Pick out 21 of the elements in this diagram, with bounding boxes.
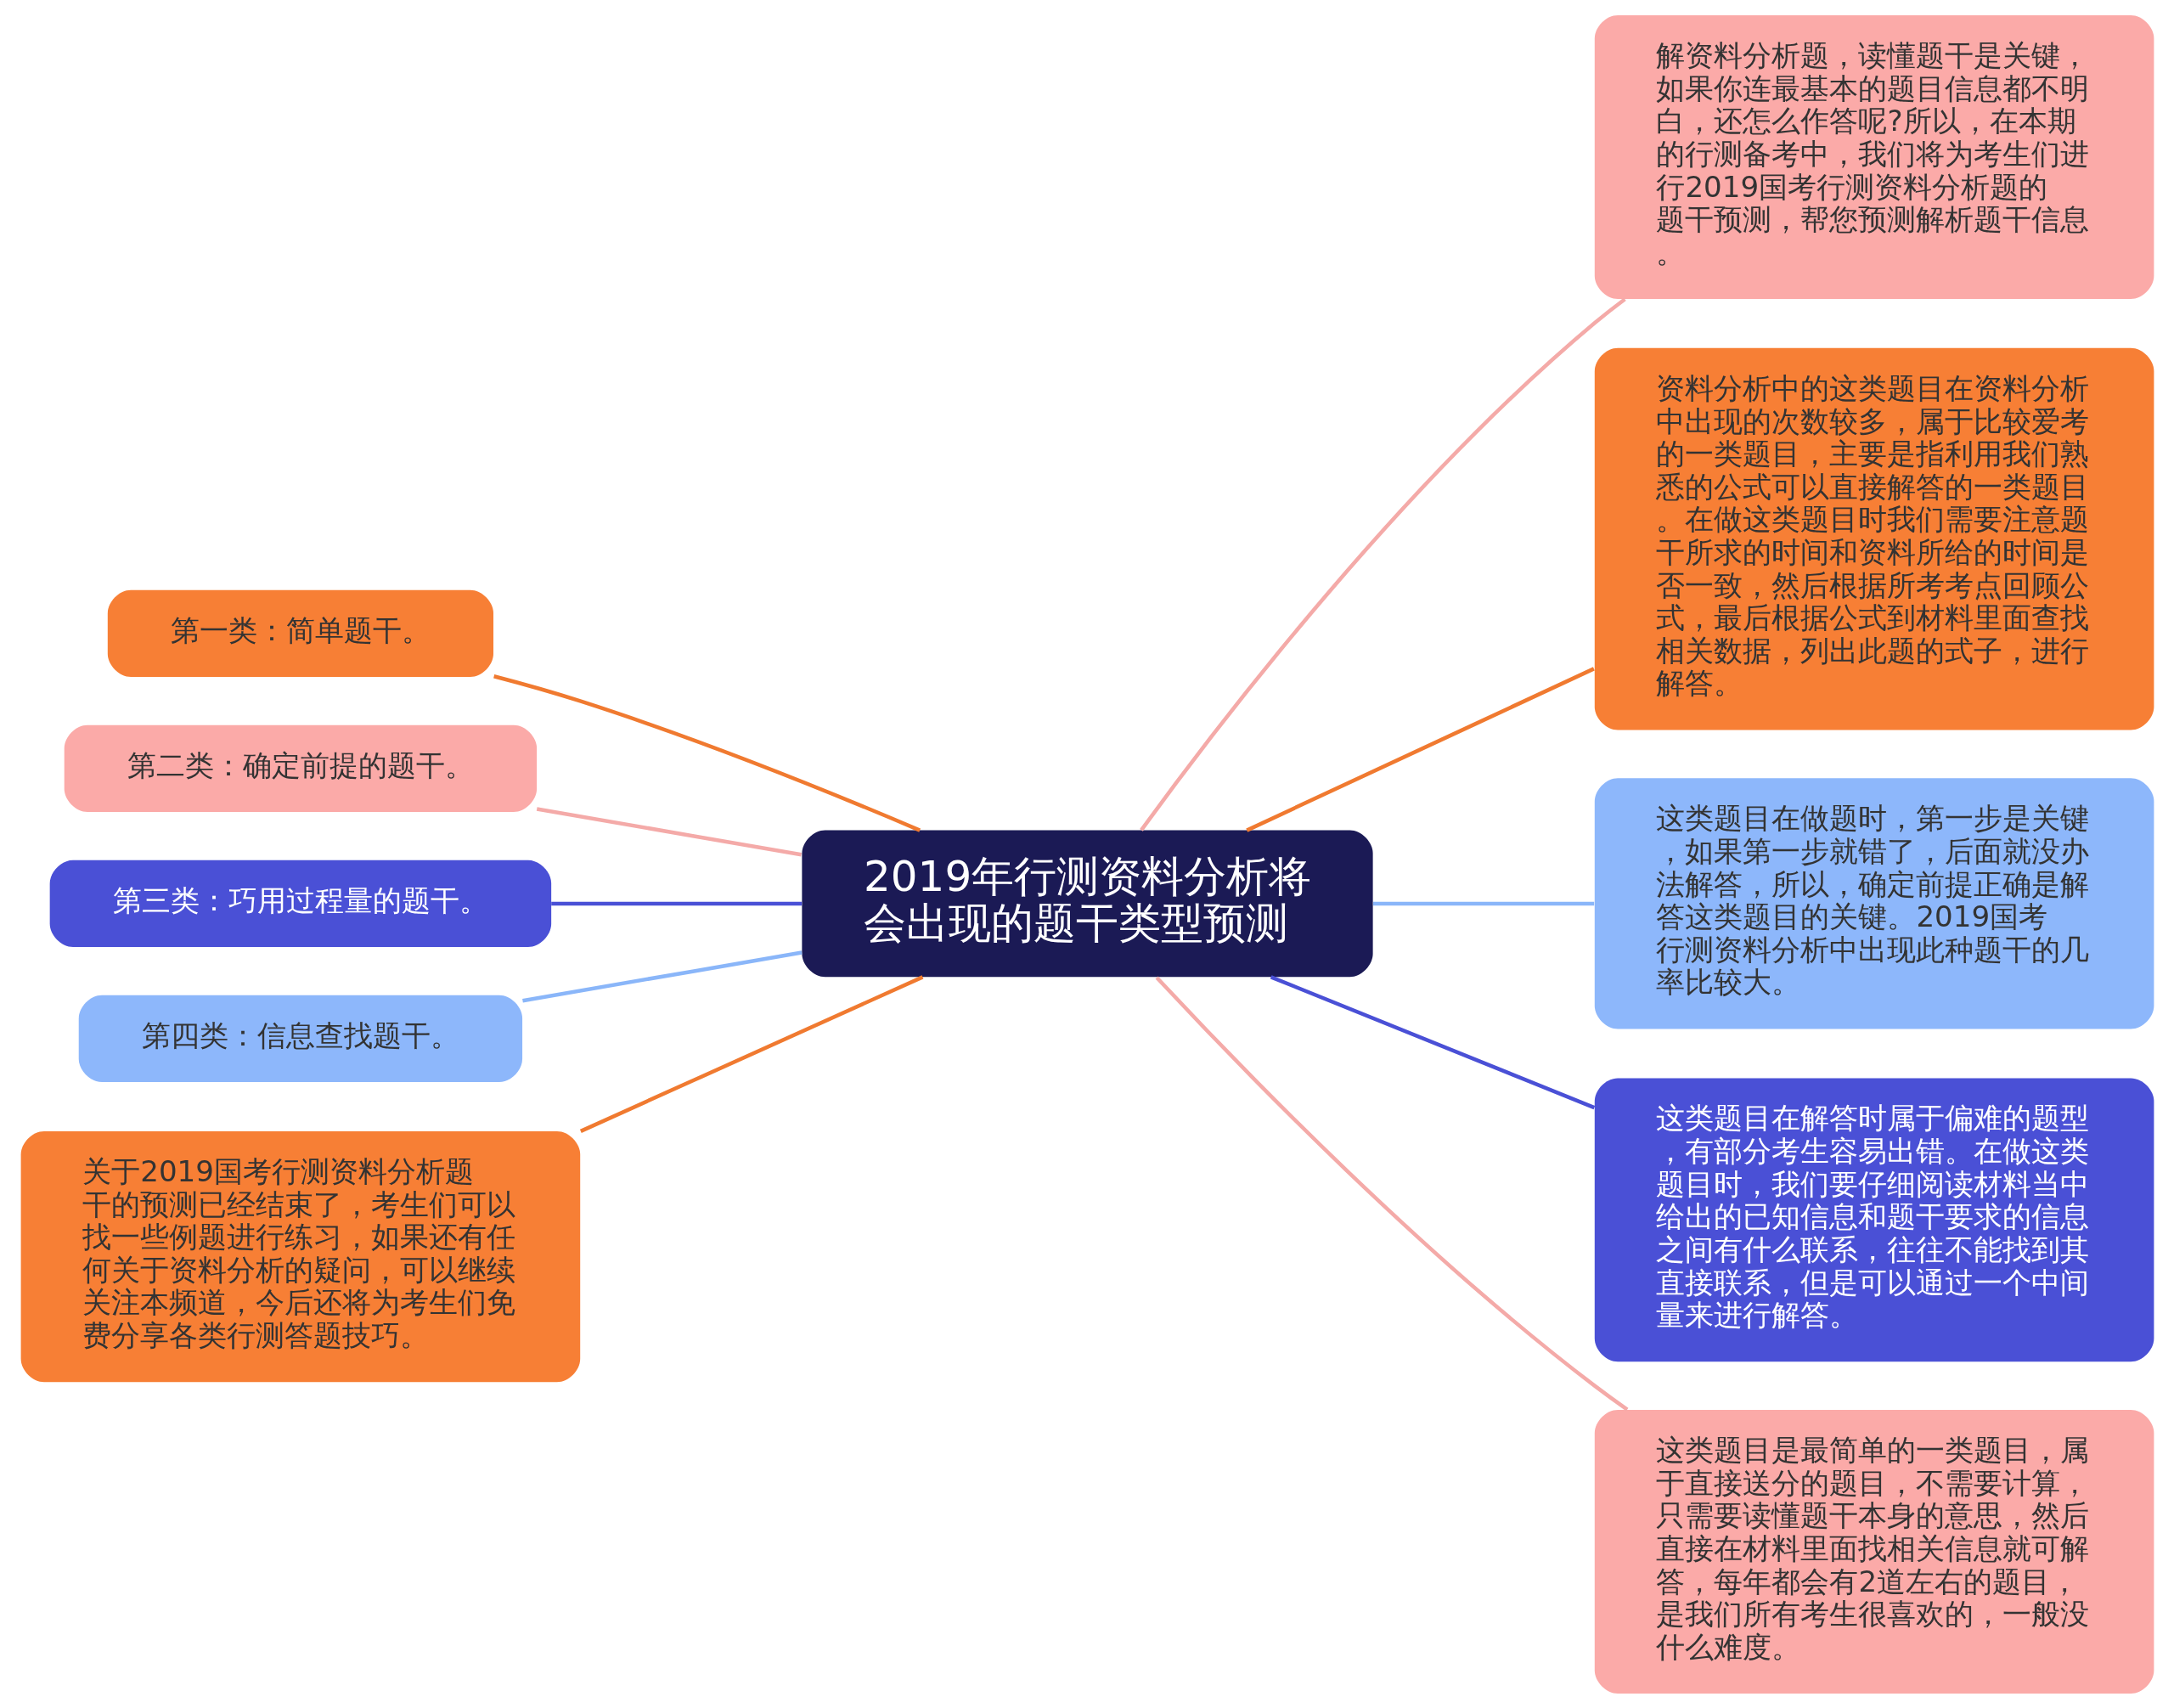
connector: [1155, 975, 1628, 1411]
node-box: 这类题目是最简单的一类题目，属于直接送分的题目，不需要计算，只需要读懂题干本身的意思，然后直接在材料里面找相关信息就可解答，每年都会有2道左右的题目，是我们所有考生很喜欢的，一般没什么难度。: [1594, 1409, 2154, 1694]
node-box: 2019年行测资料分析将会出现的题干类型预测: [801, 830, 1373, 977]
node-box: 第一类：简单题干。: [107, 589, 493, 677]
connector: [536, 806, 802, 856]
connector: [493, 674, 921, 832]
node-box: 第二类：确定前提的题干。: [64, 724, 537, 812]
node-box: 第四类：信息查找题干。: [78, 995, 522, 1082]
connector: [1372, 901, 1594, 905]
connector: [521, 950, 803, 1002]
node-box: 关于2019国考行测资料分析题干的预测已经结束了，考生们可以找一些例题进行练习，如果还有任何关于资料分析的疑问，可以继续关注本频道，今后还将为考生们免费分享各类行测答题技巧。: [20, 1130, 580, 1382]
node-box: 这类题目在解答时属于偏难的题型，有部分考生容易出错。在做这类题目时，我们要仔细阅读材料当中给出的已知信息和题干要求的信息之间有什么联系，往往不能找到其直接联系，但是可以通过一个中间量来进行解答。: [1594, 1077, 2154, 1361]
node-box: 资料分析中的这类题目在资料分析中出现的次数较多，属于比较爱考的一类题目，主要是指利用我们熟悉的公式可以直接解答的一类题目。在做这类题目时我们需要注意题干所求的时间和资料所给的时间是否一致，然后根据所考考点回顾公式，最后根据公式到材料里面查找相关数据，列出此题的式子，进行解答。: [1594, 347, 2154, 730]
connector: [1245, 666, 1595, 832]
connector: [1270, 974, 1595, 1109]
node-box: 第三类：巧用过程量的题干。: [49, 860, 551, 947]
connector: [550, 901, 802, 905]
connector: [579, 974, 923, 1133]
node-box: 解资料分析题，读懂题干是关键，如果你连最基本的题目信息都不明白，还怎么作答呢?所以，在本期的行测备考中，我们将为考生们进行2019国考行测资料分析题的题干预测，帮您预测解析题干信息。: [1594, 14, 2154, 299]
connector: [1139, 296, 1626, 831]
node-box: 这类题目在做题时，第一步是关键，如果第一步就错了，后面就没办法解答，所以，确定前提正确是解答这类题目的关键。2019国考行测资料分析中出现此种题干的几率比较大。: [1594, 777, 2154, 1029]
